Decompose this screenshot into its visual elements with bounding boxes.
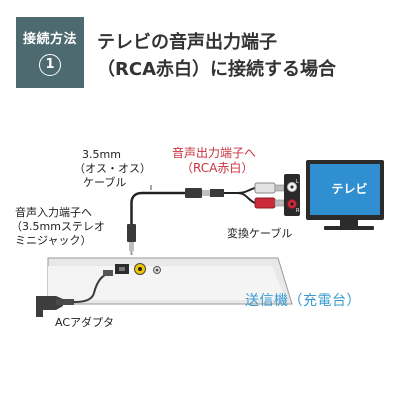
svg-text:R: R <box>296 208 300 214</box>
ac-adapter <box>36 270 113 317</box>
audio-out-label-line1: 音声出力端子へ <box>172 146 257 160</box>
cable-35-label-line2: （オス・オス） <box>74 162 151 175</box>
audio-out-label-line2: （RCA赤白） <box>181 161 254 175</box>
cable-35-label-line1: 3.5mm <box>82 148 121 161</box>
tv-label: テレビ <box>331 182 368 196</box>
transmitter-label: 送信機（充電台） <box>245 293 361 309</box>
audio-in-label-line3: ミニジャック） <box>15 234 92 247</box>
audio-in-label-line2: （3.5mmステレオ <box>11 220 105 233</box>
method-badge: 接続方法 1 <box>16 17 84 88</box>
svg-text:L: L <box>296 179 299 185</box>
ac-adapter-label: ACアダプタ <box>55 316 115 329</box>
mini-plug-horizontal <box>185 188 238 198</box>
cable-35-label-line3: ケーブル <box>83 176 127 189</box>
title-line-2: （RCA赤白）に接続する場合 <box>97 59 336 80</box>
audio-in-label-line1: 音声入力端子へ <box>15 206 92 219</box>
badge-label: 接続方法 <box>22 32 77 47</box>
rca-conversion-cable <box>237 182 285 209</box>
tv-icon <box>306 160 384 230</box>
badge-number: 1 <box>39 54 61 76</box>
mini-plug-vertical <box>127 191 185 255</box>
title-line-1: テレビの音声出力端子 <box>97 32 277 53</box>
tv-rca-jacks: L R <box>284 174 300 216</box>
conversion-cable-label: 変換ケーブル <box>227 227 293 240</box>
